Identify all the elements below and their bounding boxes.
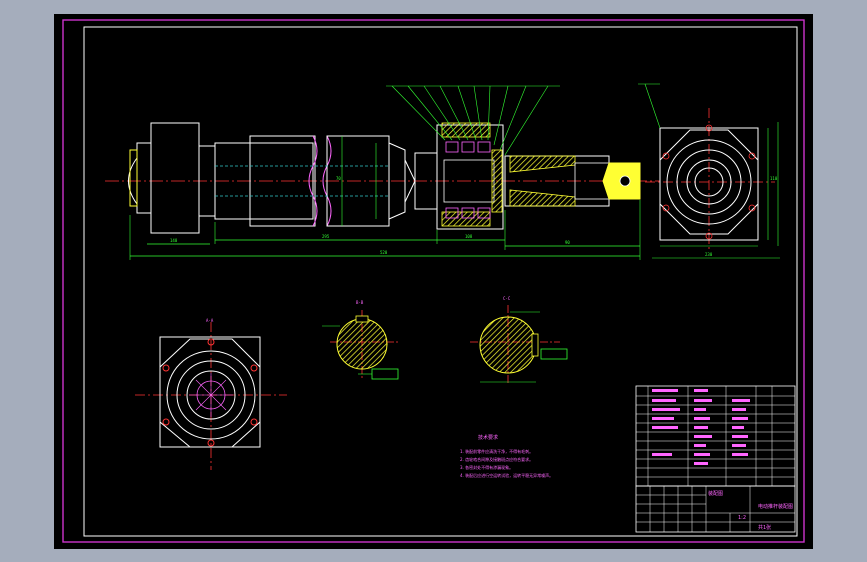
drawing-title: 电动推杆装配图 [758, 504, 794, 510]
end-view-right [638, 83, 780, 259]
parts-list [635, 385, 796, 487]
scale-label: 1:2 [738, 515, 747, 521]
drawing-sheet [54, 14, 813, 549]
section-label-a: A-A [206, 318, 214, 323]
dim-length-b: 140 [170, 238, 178, 243]
dim-height-a: 110 [770, 176, 778, 181]
end-view-lower-left [135, 322, 287, 470]
inner-border [83, 26, 798, 537]
section-label-b: B-B [356, 300, 364, 305]
assembly-name: 装配图 [708, 491, 724, 497]
dim-height-b: 70 [336, 176, 341, 181]
note-line: 1. 装配前零件应清洗干净，不得有毛刺。 [460, 449, 534, 454]
dim-length-c: 108 [465, 234, 473, 239]
note-line: 2. 齿轮啮合间隙及接触斑点应符合要求。 [460, 457, 534, 462]
sheet-label: 共1张 [758, 525, 772, 531]
notes-block: 1. 装配前零件应清洗干净，不得有毛刺。 2. 齿轮啮合间隙及接触斑点应符合要求… [460, 448, 600, 480]
dim-overall: 520 [380, 250, 388, 255]
main-view [105, 85, 660, 260]
section-label-c: C-C [503, 296, 511, 301]
note-line: 4. 装配后应进行空运转试验，运转平稳无异常噪声。 [460, 473, 554, 478]
section-b [322, 310, 400, 380]
outer-border [62, 19, 805, 543]
notes-title: 技术要求 [478, 435, 499, 441]
dim-length-a: 295 [322, 234, 330, 239]
section-c [470, 305, 568, 385]
dim-length-e: 230 [705, 252, 713, 257]
dim-length-d: 90 [565, 240, 570, 245]
note-line: 3. 各密封处不得有渗漏现象。 [460, 465, 514, 470]
title-block [635, 485, 796, 533]
